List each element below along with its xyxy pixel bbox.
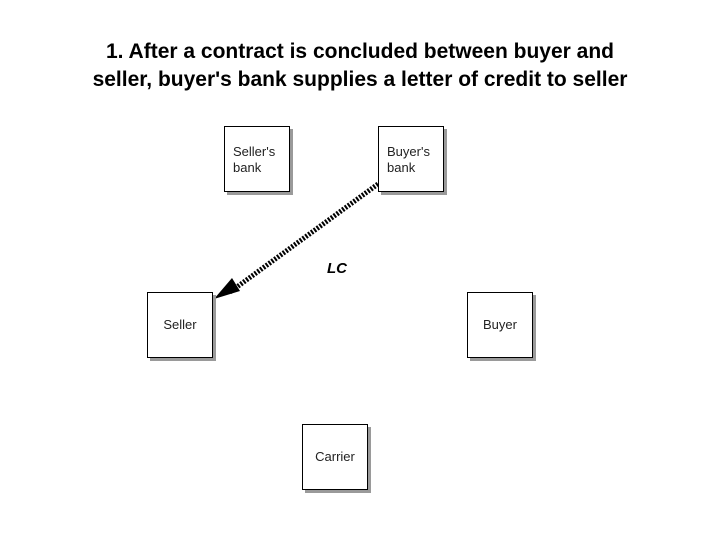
node-buyers-bank: Buyer's bank [378,126,444,192]
node-carrier: Carrier [302,424,368,490]
node-carrier-label: Carrier [315,449,355,464]
lc-arrow [214,181,380,299]
node-sellers-bank-label-1: Seller's [233,144,276,159]
edge-label-lc: LC [327,260,347,277]
node-seller: Seller [147,292,213,358]
node-sellers-bank: Seller's bank [224,126,290,192]
node-buyer: Buyer [467,292,533,358]
node-buyers-bank-label-2: bank [387,160,416,175]
node-sellers-bank-label-2: bank [233,160,262,175]
slide-title-line-1: 1. After a contract is concluded between… [105,40,614,63]
lc-arrow-head [214,278,240,299]
node-seller-label: Seller [163,317,197,332]
lc-arrow-shaft [228,181,380,295]
slide-title: 1. After a contract is concluded between… [20,38,700,94]
slide-title-line-2: seller, buyer's bank supplies a letter o… [92,68,628,91]
node-buyer-label: Buyer [483,317,517,332]
node-buyers-bank-label-1: Buyer's [387,144,430,159]
